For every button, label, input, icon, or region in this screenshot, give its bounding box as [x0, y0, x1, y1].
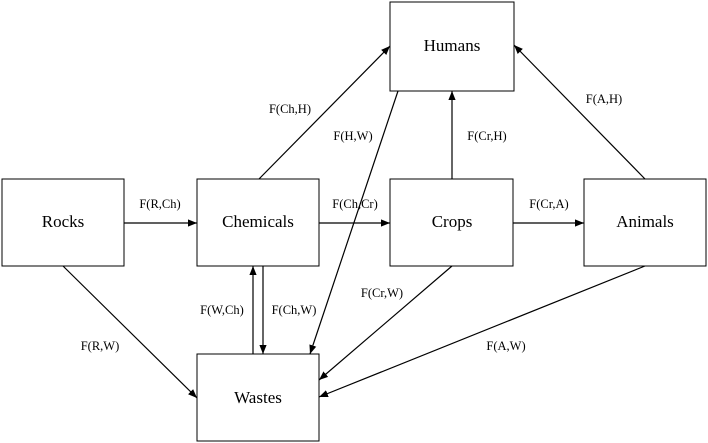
node-rocks-box [1, 178, 125, 267]
node-crops-label: Crops [432, 212, 473, 231]
node-wastes-label: Wastes [234, 388, 282, 407]
node-chemicals-box [196, 178, 320, 267]
node-rocks-label: Rocks [42, 212, 85, 231]
edge-label-chemicals-humans: F(Ch,H) [269, 102, 311, 116]
edge-animals-humans [513, 44, 646, 180]
node-crops-box [389, 178, 514, 267]
edge-label-humans-wastes: F(H,W) [333, 129, 372, 143]
edge-animals-wastes [318, 265, 646, 398]
node-humans-label: Humans [424, 36, 481, 55]
edge-label-crops-animals: F(Cr,A) [529, 197, 568, 211]
node-chemicals: Chemicals [196, 178, 320, 267]
node-chemicals-label: Chemicals [222, 212, 294, 231]
edge-label-chemicals-crops: F(Ch,Cr) [332, 197, 378, 211]
edge-label-crops-humans: F(Cr,H) [467, 129, 506, 143]
edge-humans-wastes [309, 90, 399, 355]
edge-label-crops-wastes: F(Cr,W) [361, 286, 403, 300]
edge-labels: F(R,Ch) F(Ch,Cr) F(Cr,A) F(Ch,H) F(Cr,H)… [81, 92, 623, 353]
node-crops: Crops [389, 178, 514, 267]
node-humans-box [389, 1, 515, 92]
node-animals: Animals [583, 178, 707, 267]
node-wastes-box [196, 353, 320, 442]
edges [62, 44, 646, 399]
edge-label-animals-humans: F(A,H) [586, 92, 622, 106]
edge-label-chemicals-wastes: F(Ch,W) [272, 303, 317, 317]
edge-chemicals-humans [257, 45, 391, 181]
edge-label-animals-wastes: F(A,W) [486, 339, 525, 353]
node-animals-label: Animals [616, 212, 674, 231]
node-humans: Humans [389, 1, 515, 92]
node-wastes: Wastes [196, 353, 320, 442]
node-animals-box [583, 178, 707, 267]
edge-label-rocks-chemicals: F(R,Ch) [139, 197, 180, 211]
edge-label-wastes-chemicals: F(W,Ch) [200, 303, 244, 317]
edge-label-rocks-wastes: F(R,W) [81, 339, 120, 353]
node-rocks: Rocks [1, 178, 125, 267]
edge-crops-wastes [318, 265, 453, 381]
edge-rocks-wastes [62, 265, 198, 399]
